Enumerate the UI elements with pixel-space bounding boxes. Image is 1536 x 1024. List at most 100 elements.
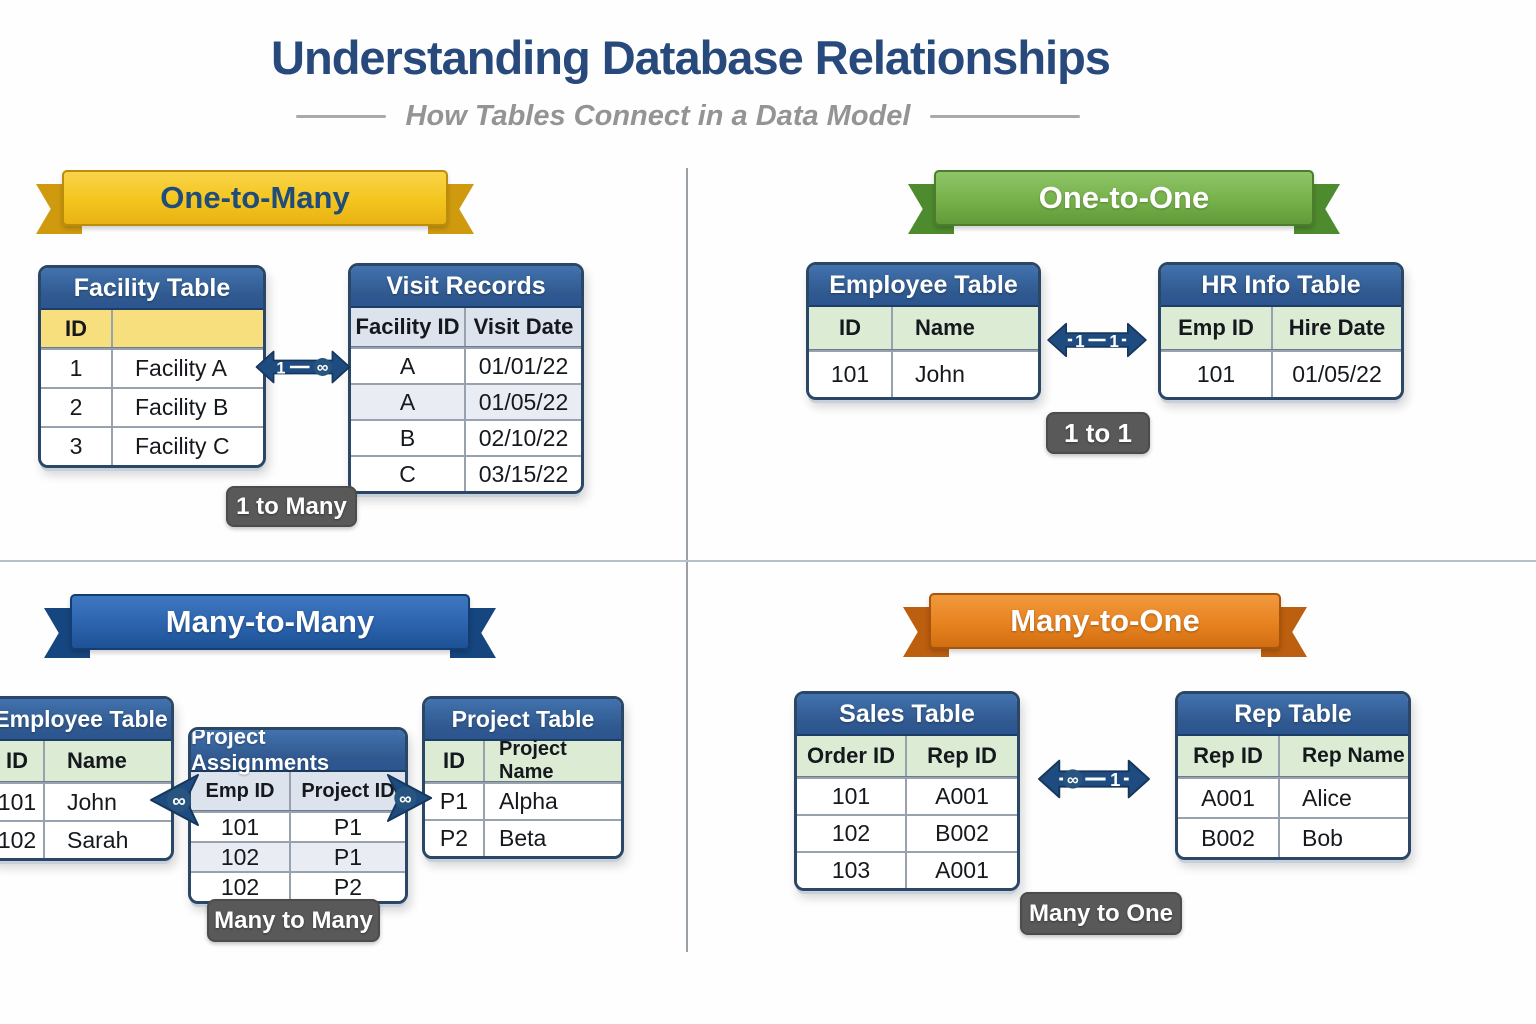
column-header: Rep ID	[927, 743, 997, 768]
table-cell: 103	[797, 853, 907, 888]
table-cell: 101	[191, 813, 291, 841]
many-arrow-right: ∞	[386, 772, 434, 824]
table-title: Sales Table	[797, 694, 1017, 736]
table-title: HR Info Table	[1161, 265, 1401, 307]
table-cell: 02/10/22	[478, 424, 569, 451]
banner-label: One-to-Many	[160, 180, 350, 215]
table-cell: P2	[333, 873, 363, 900]
one-to-many-banner: One-to-Many	[36, 170, 474, 274]
one-to-many-badge: 1 to Many	[226, 486, 357, 527]
table-cell: Facility A	[135, 355, 228, 381]
page-subtitle: How Tables Connect in a Data Model	[405, 100, 911, 132]
cardinality-one: 1	[276, 360, 285, 378]
table-header-row: ID Name	[809, 307, 1038, 350]
table-title: Employee Table	[809, 265, 1038, 307]
one-to-many-arrow: 1 ∞	[254, 342, 352, 392]
infinity-icon: ∞	[399, 788, 412, 808]
table-row: 3 Facility C	[41, 426, 263, 465]
many-arrow-left: ∞	[148, 772, 200, 828]
table-row: 1 Facility A	[41, 348, 263, 387]
column-header: Rep ID	[1178, 736, 1280, 776]
banner-label: One-to-One	[1038, 180, 1210, 215]
visit-records-table: Visit Records Facility ID Visit Date A 0…	[348, 263, 584, 494]
table-header-row: Emp ID Hire Date	[1161, 307, 1401, 350]
employee-table-many-to-many: Employee Table ID Name 101 John 102 Sara…	[0, 696, 174, 861]
sales-table: Sales Table Order ID Rep ID 101 A001 102…	[794, 691, 1020, 891]
table-title: Facility Table	[41, 268, 263, 310]
table-row: 2 Facility B	[41, 387, 263, 426]
column-header: Name	[67, 748, 127, 773]
column-header: ID	[425, 741, 485, 781]
column-header: ID	[41, 310, 113, 347]
table-title: Visit Records	[351, 266, 581, 308]
column-header: ID	[809, 307, 893, 349]
table-row: 101 A001	[797, 777, 1017, 814]
column-header: Visit Date	[473, 314, 574, 339]
table-row: 102 P2	[191, 871, 405, 901]
cardinality-one: 1	[1075, 331, 1085, 351]
table-title: Employee Table	[0, 699, 171, 741]
table-cell: P1	[425, 784, 485, 819]
table-header-row: Emp ID Project ID	[191, 772, 405, 811]
cardinality-one: 1	[1109, 331, 1119, 351]
hr-info-table: HR Info Table Emp ID Hire Date 101 01/05…	[1158, 262, 1404, 400]
table-cell: B002	[1178, 819, 1280, 857]
table-cell: John	[67, 788, 117, 815]
page-title: Understanding Database Relationships	[271, 31, 1111, 84]
table-cell: 102	[0, 822, 45, 858]
many-to-one-badge: Many to One	[1020, 892, 1182, 935]
table-cell: Alpha	[499, 788, 558, 814]
one-to-one-banner: One-to-One	[908, 170, 1340, 274]
column-header: Emp ID	[191, 772, 291, 810]
column-header: ID	[0, 741, 45, 781]
table-cell: 102	[797, 816, 907, 851]
table-row: B002 Bob	[1178, 817, 1408, 857]
table-row: 101 P1	[191, 811, 405, 841]
subtitle-row: How Tables Connect in a Data Model	[0, 100, 1376, 133]
column-header: Project ID	[301, 779, 395, 802]
table-header-row: Facility ID Visit Date	[351, 308, 581, 347]
table-cell: Beta	[499, 825, 547, 851]
table-cell: 2	[41, 389, 113, 426]
table-row: 101 01/05/22	[1161, 350, 1401, 397]
table-row: A 01/05/22	[351, 383, 581, 419]
horizontal-divider	[0, 560, 1536, 562]
column-header	[113, 310, 263, 347]
table-cell: John	[915, 361, 965, 387]
table-cell: B	[351, 421, 466, 455]
table-cell: A001	[935, 857, 989, 883]
employee-table-one-to-one: Employee Table ID Name 101 John	[806, 262, 1041, 400]
table-row: P1 Alpha	[425, 782, 621, 819]
table-cell: 1	[41, 350, 113, 387]
table-title: Project Table	[425, 699, 621, 741]
table-row: C 03/15/22	[351, 455, 581, 491]
project-assignments-table: Project Assignments Emp ID Project ID 10…	[188, 727, 408, 904]
column-header: Emp ID	[1161, 307, 1273, 349]
table-cell: P1	[333, 843, 363, 870]
banner-label: Many-to-One	[1010, 603, 1200, 638]
many-to-one-banner: Many-to-One	[903, 593, 1307, 697]
table-cell: 01/05/22	[1292, 361, 1382, 387]
column-header: Rep Name	[1302, 744, 1405, 767]
table-cell: Sarah	[67, 826, 129, 853]
table-cell: Facility B	[135, 394, 229, 420]
table-cell: 101	[809, 352, 893, 397]
column-header: Facility ID	[351, 308, 466, 346]
table-cell: P2	[425, 821, 485, 856]
table-header-row: ID	[41, 310, 263, 348]
table-title: Project Assignments	[191, 730, 405, 775]
table-row: B 02/10/22	[351, 419, 581, 455]
many-to-one-arrow: ∞ 1	[1018, 752, 1170, 806]
table-row: 101 John	[0, 782, 171, 820]
table-cell: 01/05/22	[478, 388, 569, 415]
table-row: 103 A001	[797, 851, 1017, 888]
infinity-icon: ∞	[172, 791, 186, 812]
table-row: 102 P1	[191, 841, 405, 871]
table-cell: 03/15/22	[478, 460, 569, 487]
table-header-row: ID Name	[0, 741, 171, 782]
column-header: Order ID	[797, 736, 907, 776]
table-cell: A	[351, 385, 466, 419]
table-cell: 101	[1161, 352, 1273, 397]
table-cell: 102	[191, 843, 291, 871]
